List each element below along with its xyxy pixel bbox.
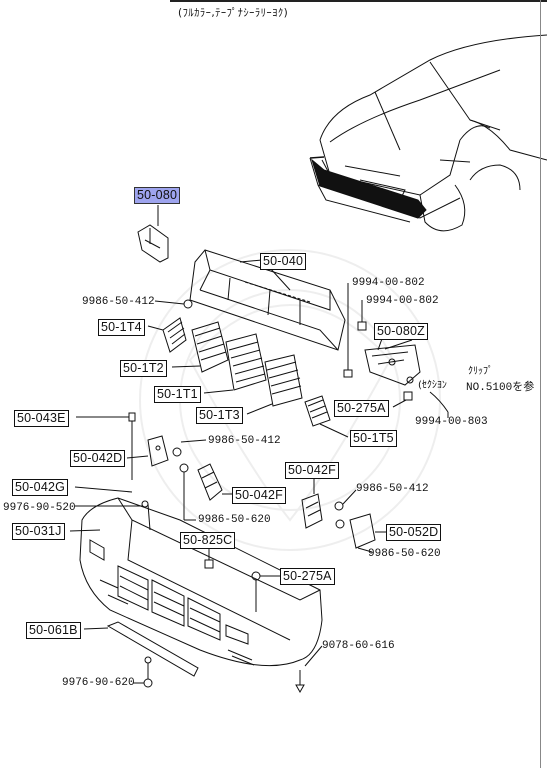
upper-bracket-left [137, 205, 169, 263]
part-label-50-1t2[interactable]: 50-1T2 [120, 360, 167, 377]
leader-50-042d [126, 455, 149, 459]
part-label-50-1t1[interactable]: 50-1T1 [154, 386, 201, 403]
part-label-50-275a-lower[interactable]: 50-275A [280, 568, 335, 585]
bolt-50-275a-lower [251, 571, 280, 612]
part-label-9994-00-803[interactable]: 9994-00-803 [415, 416, 488, 428]
grille-insert-1t4 [162, 317, 187, 353]
side-bracket-50-080z [364, 339, 421, 401]
part-label-9976-90-620[interactable]: 9976-90-620 [62, 677, 135, 689]
top-border-line [170, 0, 547, 2]
leader-50-040 [239, 259, 263, 263]
part-label-50-031j[interactable]: 50-031J [12, 523, 65, 540]
grille-insert-1t1 [225, 333, 267, 391]
leader-50-275a-upper [392, 399, 407, 408]
clip-note-kana-b: (ｾｸｼﾖﾝ [418, 380, 447, 391]
part-label-50-042g[interactable]: 50-042G [12, 479, 69, 496]
leader-50-042g [74, 486, 133, 493]
leader-50-1t4 [147, 325, 164, 331]
screw-9994-00-803 [429, 391, 449, 418]
part-label-50-275a-upper[interactable]: 50-275A [334, 400, 389, 417]
bracket-50-052d [335, 513, 386, 553]
bracket-50-042d [147, 435, 207, 467]
part-label-50-080[interactable]: 50-080 [134, 187, 181, 204]
part-label-9986-50-620-b[interactable]: 9986-50-620 [368, 548, 441, 560]
leader-50-1t3 [246, 403, 273, 415]
clip-9994-00-802 [343, 283, 367, 378]
front-bumper-50-031j [79, 497, 323, 667]
part-label-9986-50-412-c[interactable]: 9986-50-412 [356, 483, 429, 495]
part-label-50-080z[interactable]: 50-080Z [374, 323, 428, 340]
grille-insert-1t5 [304, 395, 331, 427]
diagram-header: (ﾌﾙｶﾗｰ,ﾃｰﾌﾟﾅｼｰﾗﾘｰﾖｸ) [178, 7, 289, 19]
right-border [540, 0, 541, 768]
part-label-50-042d[interactable]: 50-042D [70, 450, 126, 467]
part-label-50-1t3[interactable]: 50-1T3 [196, 407, 243, 424]
part-label-9986-50-620-a[interactable]: 9986-50-620 [198, 514, 271, 526]
bolt-9976-90-620 [133, 663, 153, 688]
part-label-50-061b[interactable]: 50-061B [26, 622, 81, 639]
bracket-50-042f-left [179, 463, 232, 520]
leader-50-1t2 [171, 365, 201, 368]
part-label-9078-60-616[interactable]: 9078-60-616 [322, 640, 395, 652]
part-label-50-825c[interactable]: 50-825C [180, 532, 236, 549]
part-label-9994-00-802-b[interactable]: 9994-00-802 [366, 295, 439, 307]
leader-50-031j [69, 529, 101, 532]
grille-frame-upper [189, 249, 346, 351]
leader-50-1t1 [203, 389, 234, 394]
grille-insert-1t2 [191, 321, 229, 373]
part-label-9986-50-412-b[interactable]: 9986-50-412 [208, 435, 281, 447]
leader-50-1t5 [319, 423, 349, 438]
part-label-9994-00-802-a[interactable]: 9994-00-802 [352, 277, 425, 289]
car-illustration [309, 34, 547, 232]
part-label-50-052d[interactable]: 50-052D [386, 524, 442, 541]
reinforcement-50-061b [83, 621, 199, 677]
part-label-50-042f-right-top[interactable]: 50-042F [285, 462, 339, 479]
part-label-50-1t5[interactable]: 50-1T5 [350, 430, 397, 447]
car-bumper-highlight [311, 158, 427, 219]
grille-insert-1t3 [264, 354, 303, 407]
clip-note-number: NO.5100を参 [466, 382, 535, 394]
clip-note-kana-a: ｸﾘｯﾌﾟ [468, 366, 493, 377]
pin-50-043e [76, 412, 136, 480]
part-label-50-1t4[interactable]: 50-1T4 [98, 319, 145, 336]
part-label-50-043e[interactable]: 50-043E [14, 410, 69, 427]
bracket-50-042f-right [301, 478, 357, 529]
part-label-50-042f-left[interactable]: 50-042F [232, 487, 286, 504]
part-label-9986-50-412-a[interactable]: 9986-50-412 [82, 296, 155, 308]
part-label-9976-90-520[interactable]: 9976-90-520 [3, 502, 76, 514]
screw-9078-60-616 [295, 645, 323, 694]
bolt-9986-50-412-top [154, 299, 193, 309]
clip-50-825c [204, 546, 214, 569]
part-label-50-040[interactable]: 50-040 [260, 253, 307, 270]
